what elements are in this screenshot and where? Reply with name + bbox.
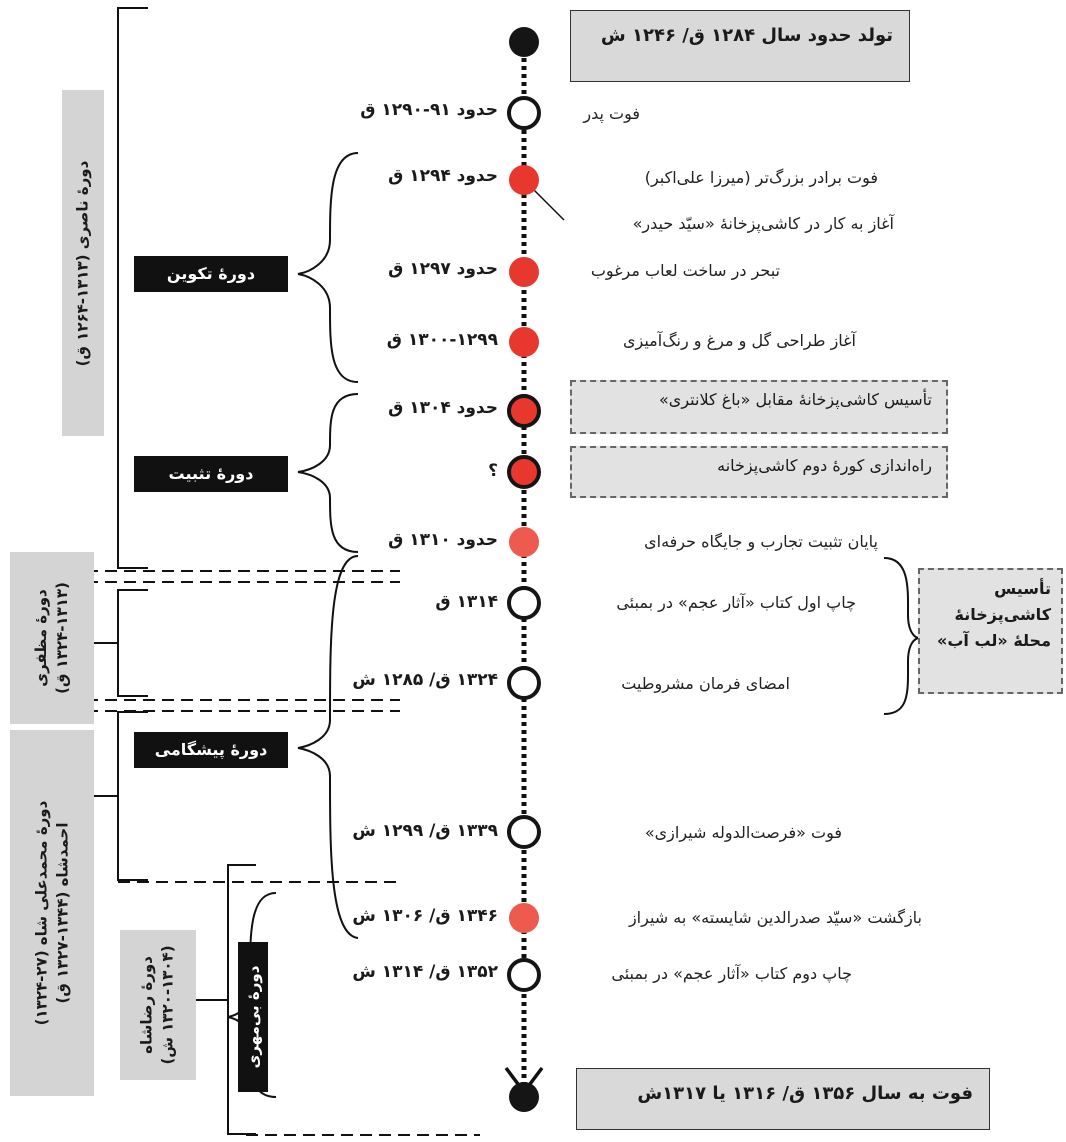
date-second-print: ۱۳۵۲ ق/ ۱۳۱۴ ش: [352, 962, 498, 982]
birth-box: تولد حدود سال ۱۲۸۴ ق/ ۱۲۴۶ ش: [570, 10, 910, 82]
marker-father-death: [507, 96, 541, 130]
marker-flower-bird: [509, 327, 539, 357]
brace-consolidation: [297, 393, 359, 553]
date-father-death: حدود ۹۱-۱۲۹۰ ق: [360, 100, 498, 120]
bracket-mozaffari: [117, 589, 148, 697]
phase-neglect: دورهٔ بی‌مهری: [238, 942, 268, 1092]
event-connector: [531, 187, 565, 221]
marker-death: [509, 1082, 539, 1112]
event-constitution: امضای فرمان مشروطیت: [621, 674, 790, 693]
marker-birth: [509, 27, 539, 57]
death-box: فوت به سال ۱۳۵۶ ق/ ۱۳۱۶ یا ۱۳۱۷ش: [576, 1068, 990, 1130]
kalantari-box: تأسیس کاشی‌پزخانهٔ مقابل «باغ کلانتری»: [570, 380, 948, 434]
phase-consolidation: دورهٔ تثبیت: [134, 456, 288, 492]
lab-ab-line-3: محلهٔ «لب آب»: [937, 631, 1051, 650]
era-mozaffari: دورهٔ مظفری (۱۳۲۴-۱۳۱۳ ق): [10, 552, 94, 724]
date-first-print: ۱۳۱۴ ق: [435, 592, 498, 612]
brace-formation: [297, 152, 359, 383]
marker-kalantari: [507, 394, 541, 428]
date-kalantari: حدود ۱۳۰۴ ق: [388, 398, 498, 418]
lab-ab-line-2: کاشی‌پزخانهٔ: [954, 605, 1051, 624]
event-father-death: فوت پدر: [583, 104, 640, 123]
event-second-print: چاپ دوم کتاب «آثار عجم» در بمبئی: [611, 964, 852, 983]
era-mohammadali-label: دورهٔ محمدعلی شاه (۲۷-۱۳۲۴) احمدشاه (۱۳۴…: [32, 800, 72, 1026]
event-flower-bird: آغاز طراحی گل و مرغ و رنگ‌آمیزی: [623, 331, 856, 350]
event-sayyed-heidar: آغاز به کار در کاشی‌پزخانهٔ «سیّد حیدر»: [632, 214, 894, 233]
brace-pioneering: [297, 555, 359, 939]
date-flower-bird: ۱۳۰۰-۱۲۹۹ ق: [386, 330, 498, 350]
event-brother-death: فوت برادر بزرگ‌تر (میرزا علی‌اکبر): [644, 168, 878, 187]
date-brother-death: حدود ۱۲۹۴ ق: [388, 166, 498, 186]
event-consolidation-end: پایان تثبیت تجارب و جایگاه حرفه‌ای: [644, 532, 878, 551]
brace-lab-ab: [883, 557, 922, 715]
event-glaze: تبحر در ساخت لعاب مرغوب: [590, 261, 780, 280]
phase-formation: دورهٔ تکوین: [134, 256, 288, 292]
marker-brother-death: [509, 165, 539, 195]
era-naseri-label: دورهٔ ناصری (۱۳۱۳-۱۲۶۴ ق): [73, 160, 92, 366]
era-reza-label: دورهٔ رضاشاه (۱۳۲۰-۱۳۰۴ ش): [138, 945, 178, 1065]
event-forsat: فوت «فرصت‌الدوله شیرازی»: [644, 823, 842, 842]
era-mozaffari-label: دورهٔ مظفری (۱۳۲۴-۱۳۱۳ ق): [32, 582, 72, 694]
date-consolidation-end: حدود ۱۳۱۰ ق: [388, 530, 498, 550]
phase-pioneering: دورهٔ پیشگامی: [134, 732, 288, 768]
marker-glaze: [509, 257, 539, 287]
bracket-naseri: [117, 7, 148, 569]
date-forsat: ۱۳۳۹ ق/ ۱۲۹۹ ش: [352, 821, 498, 841]
marker-forsat: [507, 815, 541, 849]
event-shayesteh: بازگشت «سیّد صدرالدین شایسته» به شیراز: [628, 908, 922, 927]
second-kiln-box: راه‌اندازی کورهٔ دوم کاشی‌پزخانه: [570, 446, 948, 498]
marker-shayesteh: [509, 903, 539, 933]
marker-second-print: [507, 958, 541, 992]
lab-ab-line-1: تأسیس: [994, 579, 1051, 598]
era-reza: دورهٔ رضاشاه (۱۳۲۰-۱۳۰۴ ش): [120, 930, 196, 1080]
era-naseri: دورهٔ ناصری (۱۳۱۳-۱۲۶۴ ق): [62, 90, 104, 436]
timeline-markers: [507, 27, 541, 1112]
date-second-kiln: ؟: [488, 461, 498, 481]
marker-second-kiln: [507, 455, 541, 489]
lab-ab-box: تأسیس کاشی‌پزخانهٔ محلهٔ «لب آب»: [918, 568, 1063, 694]
date-constitution: ۱۳۲۴ ق/ ۱۲۸۵ ش: [352, 670, 498, 690]
phase-neglect-label: دورهٔ بی‌مهری: [244, 965, 262, 1069]
date-shayesteh: ۱۳۴۶ ق/ ۱۳۰۶ ش: [352, 906, 498, 926]
marker-constitution: [507, 666, 541, 700]
marker-first-print: [507, 586, 541, 620]
marker-consolidation-end: [509, 527, 539, 557]
era-mohammadali: دورهٔ محمدعلی شاه (۲۷-۱۳۲۴) احمدشاه (۱۳۴…: [10, 730, 94, 1096]
event-first-print: چاپ اول کتاب «آثار عجم» در بمبئی: [616, 593, 856, 612]
date-glaze: حدود ۱۲۹۷ ق: [388, 259, 498, 279]
